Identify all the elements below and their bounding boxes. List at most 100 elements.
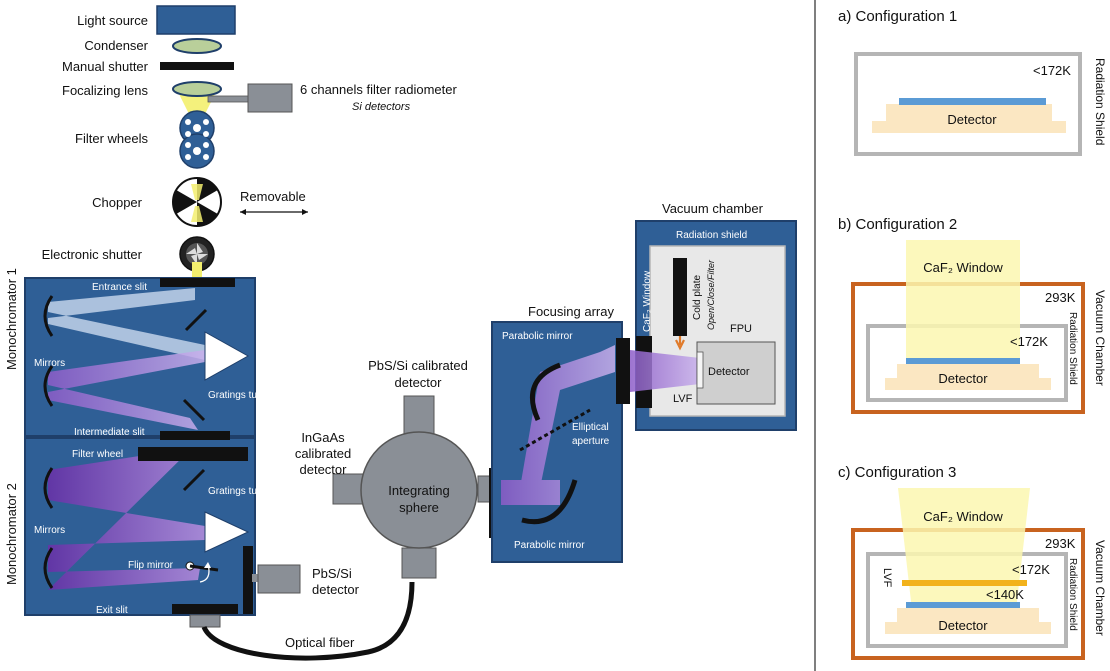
config-2: b) Configuration 2 CaF₂ Window Detector … <box>838 216 1107 414</box>
manual-shutter-label: Manual shutter <box>62 59 149 74</box>
config-1-title: a) Configuration 1 <box>838 8 957 25</box>
config-3-detector-base <box>885 622 1051 634</box>
elliptical-label-1: Elliptical <box>572 422 609 433</box>
vacuum-chamber <box>630 220 797 431</box>
config-2-window-beam <box>906 240 1020 365</box>
mono2-mirror-top <box>43 467 54 509</box>
integrating-sphere <box>332 395 499 579</box>
mono2-mirror-bottom <box>43 547 54 589</box>
mono1-grating <box>204 331 250 381</box>
fpu-detector-strip <box>696 351 704 389</box>
manual-shutter <box>160 62 234 70</box>
pbs-si-detector <box>252 564 301 594</box>
intermediate-slit-label: Intermediate slit <box>74 427 145 438</box>
sphere-label-1: Integrating <box>388 483 449 498</box>
mono1-mirror-bottom <box>43 365 54 407</box>
config-3-lvf-label: LVF <box>881 568 893 588</box>
monochromator-2-label: Monochromator 2 <box>4 483 19 585</box>
flip-arrow-head <box>204 562 211 568</box>
caf2-window-label: CaF₂ Window <box>642 270 653 332</box>
chamber-detector-label: Detector <box>708 366 750 378</box>
config-3-detector-label: Detector <box>938 618 988 633</box>
radiometer-box <box>247 83 293 113</box>
cold-plate-sub-label: Open/Close/Filter <box>706 259 716 330</box>
config-3-lvf-strip <box>902 580 1027 586</box>
config-3-side-outer: Vacuum Chamber <box>1093 540 1107 636</box>
mono1-mirrors-label: Mirrors <box>34 358 65 369</box>
ingaas-label-1: InGaAs <box>301 430 345 445</box>
mono1-beam-purple <box>48 350 205 430</box>
filter-wheel-label: Filter wheel <box>72 449 123 460</box>
fiber-connector-left <box>189 614 221 628</box>
parabolic-mirror-bottom <box>521 479 578 525</box>
removable-arrow <box>240 209 308 215</box>
config-3-window-label: CaF₂ Window <box>923 509 1003 524</box>
monochromator-1-label: Monochromator 1 <box>4 268 19 370</box>
chopper-label: Chopper <box>92 195 143 210</box>
light-source-label: Light source <box>77 13 148 28</box>
config-2-side-inner: Radiation Shield <box>1067 312 1078 385</box>
parabolic-mirror-top <box>529 362 561 422</box>
fpu-box <box>696 341 776 405</box>
config-1: a) Configuration 1 Detector <172K Radiat… <box>838 8 1107 156</box>
electronic-shutter <box>179 236 215 278</box>
filter-wheel <box>138 447 248 461</box>
filter-wheels-label: Filter wheels <box>75 131 148 146</box>
mono1-fold-mirror-top <box>184 308 208 332</box>
config-3-temp-outer: 293K <box>1045 536 1076 551</box>
radiometer-arm <box>207 95 251 103</box>
config-2-detector-top <box>897 364 1039 380</box>
chamber-beam <box>630 350 700 392</box>
config-2-window-label: CaF₂ Window <box>923 260 1003 275</box>
radiometer-label: 6 channels filter radiometer <box>300 82 457 97</box>
config-2-title: b) Configuration 2 <box>838 216 957 233</box>
parabolic-mirror-top-label: Parabolic mirror <box>502 331 573 342</box>
elliptical-label-2: aperture <box>572 436 610 447</box>
chamber-lvf-label: LVF <box>673 393 693 405</box>
config-1-detector-base <box>872 121 1066 133</box>
exit-slit-label: Exit slit <box>96 605 128 616</box>
optical-fiber <box>201 581 415 661</box>
config-3-detector-strip <box>906 602 1020 608</box>
pbs-detector-label-1: PbS/Si <box>312 566 352 581</box>
config-2-detector-strip <box>906 358 1020 364</box>
mono1-beam-light <box>48 288 205 360</box>
mono2-beam-purple <box>48 448 205 590</box>
optical-fiber-label: Optical fiber <box>285 635 355 650</box>
config-1-detector-strip <box>899 98 1046 105</box>
exit-slit <box>172 604 238 614</box>
mono1-gratings-label: Gratings turret <box>208 390 272 401</box>
cold-plate <box>673 258 687 336</box>
entrance-slit <box>160 278 235 287</box>
mono2-mirrors-label: Mirrors <box>34 525 65 536</box>
light-source <box>156 5 236 35</box>
config-2-detector-base <box>885 378 1051 390</box>
yellow-beam-cone <box>177 90 217 118</box>
config-1-detector-top <box>886 104 1052 122</box>
monochromator-block: Entrance slit Mirrors Gratings turret In… <box>4 268 272 616</box>
cold-plate-label: Cold plate <box>692 275 703 320</box>
mono2-grating <box>204 511 250 553</box>
condenser-lens <box>172 38 222 54</box>
radiometer-sub-label: Si detectors <box>352 101 411 113</box>
config-1-detector-label: Detector <box>947 112 997 127</box>
source-stack: Light source Condenser Manual shutter Fo… <box>42 5 457 278</box>
config-1-side-label: Radiation Shield <box>1093 58 1107 145</box>
config-2-detector-label: Detector <box>938 371 988 386</box>
focusing-beam <box>501 345 615 505</box>
electronic-shutter-label: Electronic shutter <box>42 247 143 262</box>
mono1-fold-mirror-bottom <box>182 398 206 422</box>
radiation-shield-label: Radiation shield <box>676 230 747 241</box>
focalizing-lens <box>172 81 222 97</box>
sphere-label-2: sphere <box>399 500 439 515</box>
filter-wheels <box>179 110 215 169</box>
focusing-array <box>491 321 630 563</box>
focalizing-lens-label: Focalizing lens <box>62 83 148 98</box>
pbs-cal-label-1: PbS/Si calibrated <box>368 358 468 373</box>
config-3: c) Configuration 3 CaF₂ Window Detector … <box>838 464 1107 660</box>
config-3-side-inner: Radiation Shield <box>1067 558 1078 631</box>
config-3-temp-inner: <172K <box>1012 562 1050 577</box>
chopper <box>172 177 222 227</box>
side-exit-slit <box>243 546 253 614</box>
